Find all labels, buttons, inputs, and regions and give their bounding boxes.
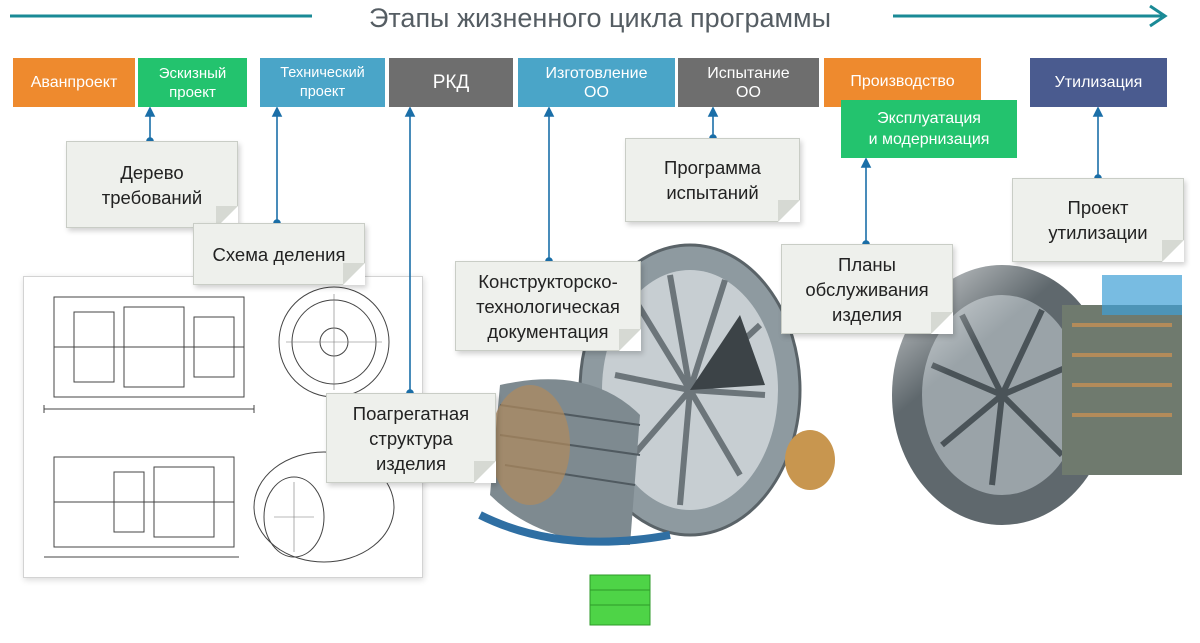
stage-izgotovlenie-oo: Изготовление ОО	[518, 58, 675, 107]
note-derevo-trebovaniy: Дерево требований	[66, 141, 238, 228]
stage-utilizatsiya: Утилизация	[1030, 58, 1167, 107]
stage-proizvodstvo: Производство	[824, 58, 981, 107]
stage-tekhnichesky-proekt: Технический проект	[260, 58, 385, 107]
note-skhema-deleniya: Схема деления	[193, 223, 365, 285]
title-bar: Этапы жизненного цикла программы	[0, 0, 1200, 36]
connector-plany	[860, 157, 872, 248]
note-programma-ispytaniy: Программа испытаний	[625, 138, 800, 222]
note-plany-obsluzhivaniya: Планы обслуживания изделия	[781, 244, 953, 334]
connector-derevo	[144, 106, 156, 145]
connector-poagregatnaya	[404, 106, 416, 397]
note-poagregatnaya-struktura: Поагрегатная структура изделия	[326, 393, 496, 483]
page-title: Этапы жизненного цикла программы	[354, 3, 846, 33]
stage-avanproekt: Аванпроект	[13, 58, 135, 107]
connector-kd	[543, 106, 555, 265]
stage-eskizny-proekt: Эскизный проект	[138, 58, 247, 107]
stage-ekspluatatsiya: Эксплуатация и модернизация	[841, 100, 1017, 158]
stage-ispytanie-oo: Испытание ОО	[678, 58, 819, 107]
turbofan-engine-cutaway	[478, 243, 835, 626]
stage-rkd: РКД	[389, 58, 513, 107]
engine-cutaway-faded	[862, 245, 1200, 530]
connector-skhema	[271, 106, 283, 227]
note-proekt-utilizatsii: Проект утилизации	[1012, 178, 1184, 262]
timeline-arrow	[10, 4, 1168, 28]
connector-programma	[707, 106, 719, 142]
connector-proekt-util	[1092, 106, 1104, 182]
note-kd: Конструкторско- технологическая документ…	[455, 261, 641, 351]
